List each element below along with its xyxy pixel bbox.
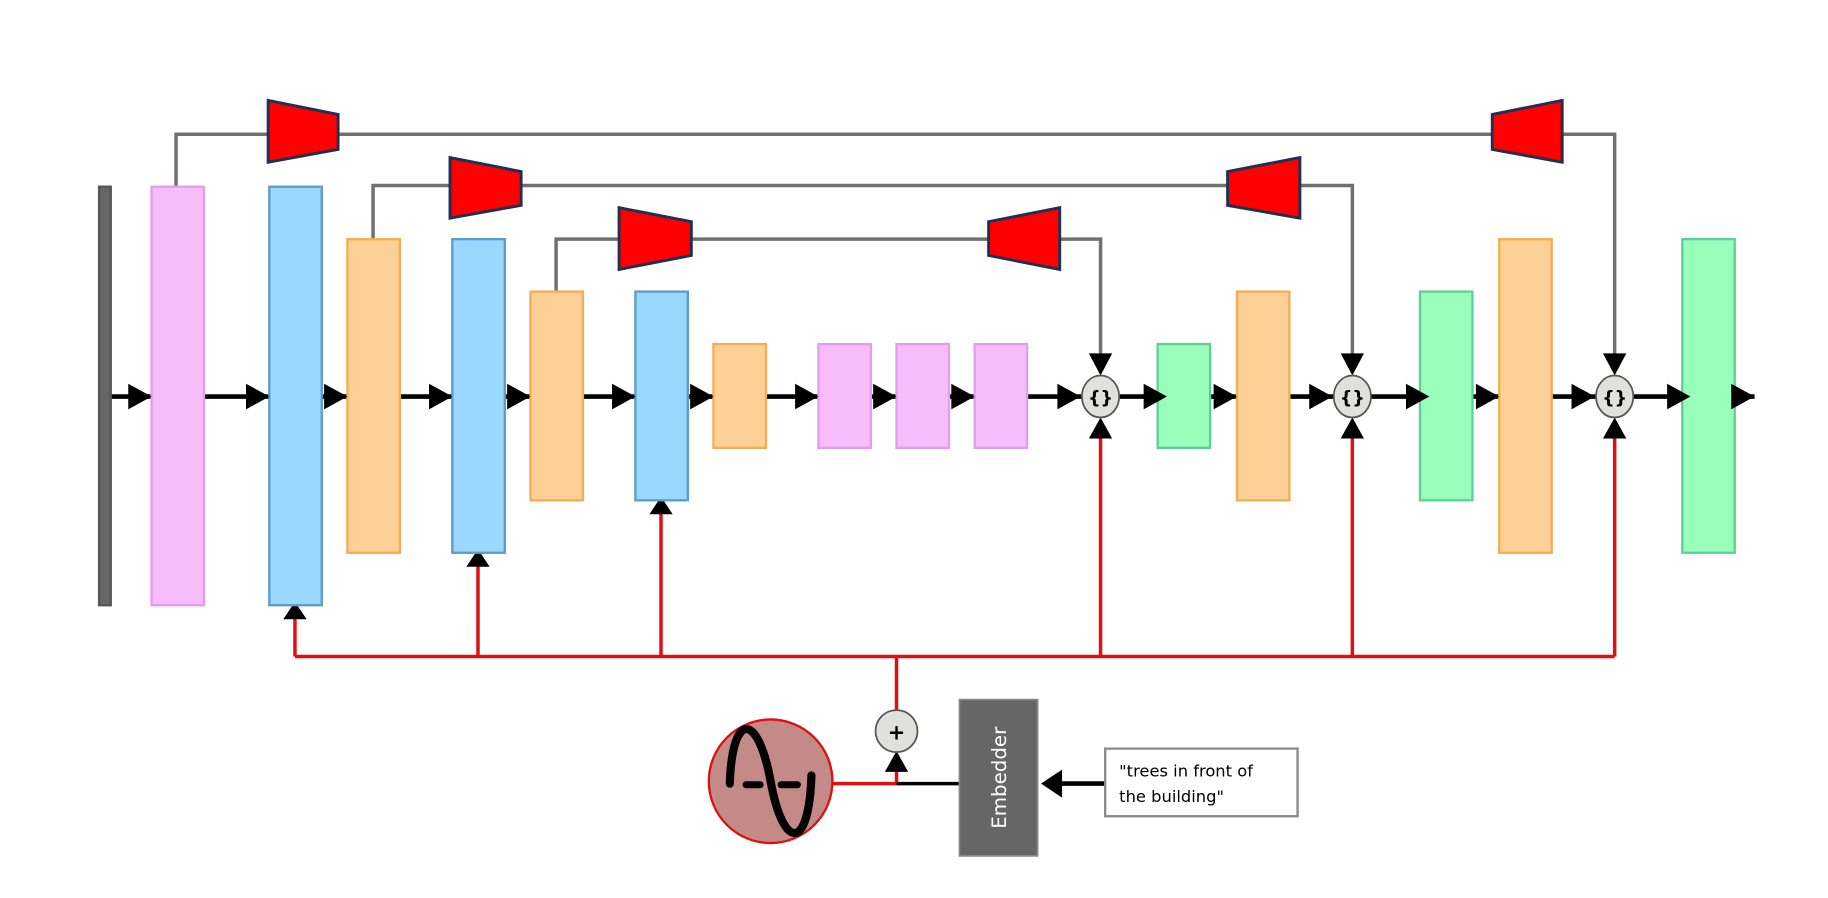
arrow-right-icon: [951, 383, 975, 410]
concat-node-icon: [1332, 374, 1372, 419]
trapezoid-encoder-inner: [617, 205, 693, 272]
arrow-right-icon: [873, 383, 897, 410]
skip-line-middle: [371, 183, 1355, 356]
timestep-encoding: [707, 718, 834, 845]
block-orange-2: [529, 290, 585, 502]
embedder-label: Embedder: [988, 726, 1011, 829]
arrow-right-icon: [429, 383, 453, 410]
block-orange-5: [1498, 237, 1553, 554]
svg-text:+: +: [888, 720, 906, 744]
conditioning-arrowheads: [283, 417, 1627, 772]
arrow-right-icon: [245, 383, 270, 410]
block-orange-1: [346, 237, 402, 554]
blocks: [97, 185, 1736, 607]
sine-wave-icon: [725, 725, 816, 837]
skip-trapezoids: [266, 98, 1564, 272]
block-blue-1: [268, 185, 323, 607]
arrow-right-icon: [507, 383, 531, 410]
trapezoid-encoder-outer: [266, 98, 340, 164]
embedder-block: Embedder: [958, 698, 1039, 857]
arrow-down-icon: [1340, 353, 1365, 376]
input-bar: [97, 185, 112, 607]
arrow-right-icon: [1475, 383, 1500, 410]
trapezoid-decoder-middle: [1226, 155, 1302, 220]
arrow-down-icon: [1088, 353, 1113, 376]
skip-line-outer: [174, 132, 1617, 356]
arrow-right-icon: [612, 383, 636, 410]
flow-arrowheads: [128, 383, 1755, 410]
skip-connections: [174, 132, 1617, 356]
arrow-right-icon: [1571, 383, 1595, 410]
arrow-left-icon: [1041, 769, 1063, 798]
trapezoid-decoder-outer: [1490, 98, 1564, 164]
arrow-down-icon: [1602, 353, 1627, 376]
arrow-right-icon: [1057, 383, 1081, 410]
block-pink-1: [150, 185, 206, 607]
block-pink-bottleneck-2: [895, 342, 951, 449]
arrow-right-icon: [795, 383, 819, 410]
trapezoid-decoder-inner: [987, 205, 1062, 272]
prompt-box: "trees in front of the building": [1104, 747, 1299, 818]
svg-text:{}: {}: [1088, 389, 1113, 409]
arrow-right-icon: [1213, 383, 1237, 410]
block-orange-3: [712, 342, 768, 449]
concat-node-icon: [1081, 374, 1121, 419]
skip-line-inner: [554, 237, 1103, 356]
arrow-right-icon: [1405, 383, 1430, 410]
arrow-right-icon: [1309, 383, 1333, 410]
trapezoid-encoder-middle: [448, 155, 523, 220]
concat-node-1: {}: [1081, 374, 1121, 419]
concat-node-icon: [1595, 374, 1635, 419]
arrow-right-icon: [1667, 383, 1691, 410]
arrow-right-icon: [1143, 383, 1167, 410]
block-green-3: [1681, 237, 1736, 554]
svg-text:{}: {}: [1602, 389, 1627, 409]
prompt-line-1: "trees in front of: [1119, 762, 1254, 781]
arrow-right-icon: [1731, 383, 1755, 410]
arrow-right-icon: [128, 383, 152, 410]
block-green-2: [1418, 290, 1474, 502]
block-orange-4: [1235, 290, 1291, 502]
concat-node-2: {}: [1332, 374, 1372, 419]
concat-node-3: {}: [1595, 374, 1635, 419]
skip-arrowheads: [1088, 353, 1627, 376]
arrow-right-icon: [690, 383, 714, 410]
block-blue-2: [451, 237, 506, 554]
block-blue-3: [634, 290, 689, 502]
arrow-right-icon: [324, 383, 348, 410]
svg-text:{}: {}: [1340, 389, 1365, 409]
prompt-line-2: the building": [1119, 787, 1224, 806]
add-node: +: [874, 709, 919, 753]
block-pink-bottleneck-1: [817, 342, 873, 449]
conditioning-lines: [293, 431, 1617, 786]
add-node-icon: [874, 709, 919, 753]
block-pink-bottleneck-3: [973, 342, 1029, 449]
